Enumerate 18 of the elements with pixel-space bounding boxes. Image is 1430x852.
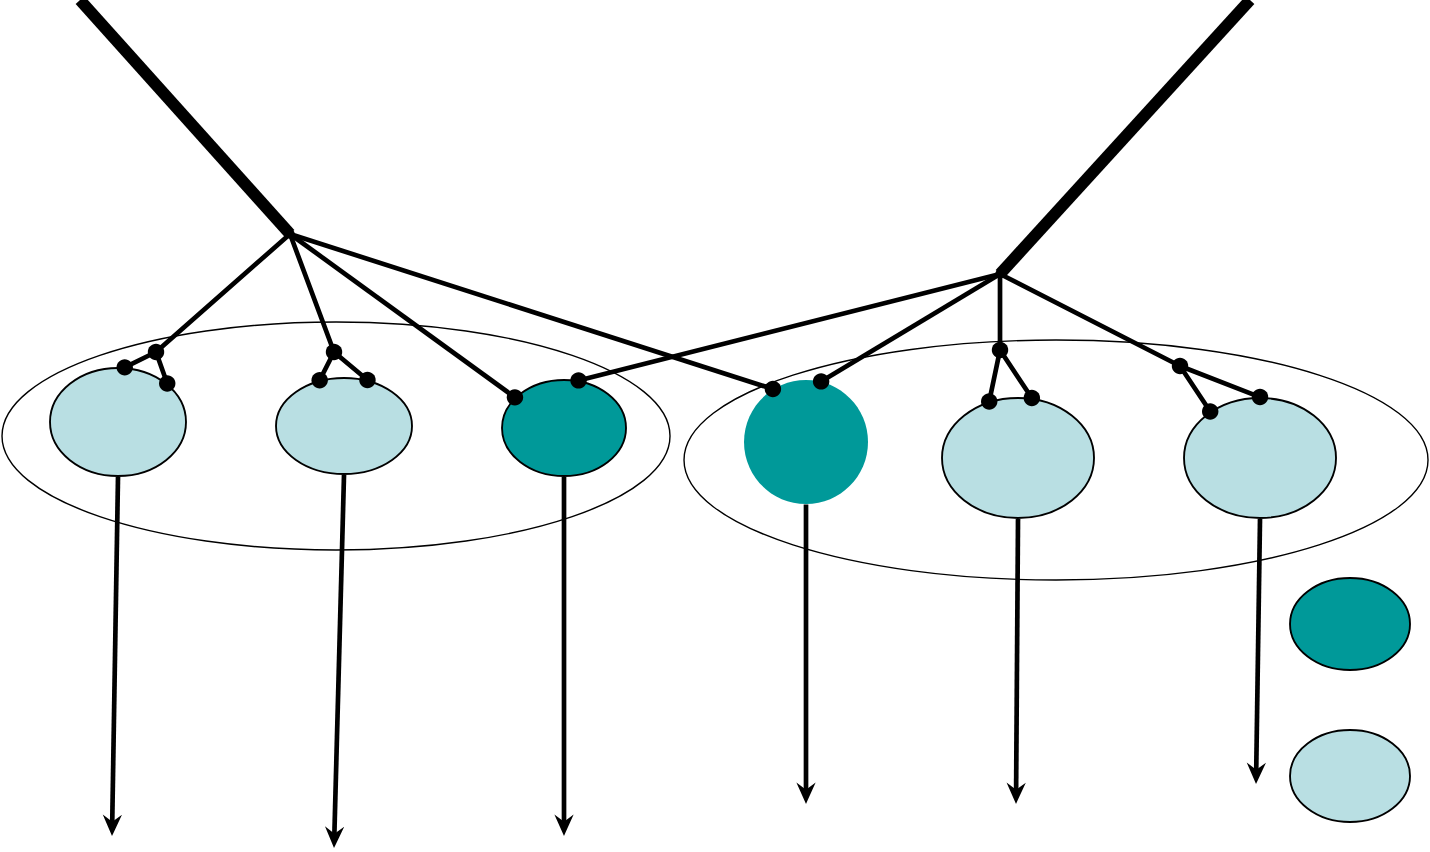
branch-line	[812, 272, 1002, 390]
cell-circle	[1289, 577, 1411, 671]
cell-circle	[501, 379, 627, 477]
trunk-line	[75, 0, 295, 238]
cell-circle	[941, 397, 1095, 519]
trunk-line	[995, 0, 1255, 278]
branch-line	[289, 231, 782, 398]
branch-line	[570, 271, 1001, 389]
branch-line	[997, 271, 1269, 420]
cell-circle	[49, 367, 187, 477]
cell-circle	[275, 377, 413, 475]
cell-circle	[1289, 729, 1411, 823]
branch-line	[288, 232, 524, 406]
branch-line	[116, 231, 293, 392]
group-ellipse	[683, 339, 1429, 581]
cell-circle	[1183, 397, 1337, 519]
group-ellipse	[1, 321, 671, 551]
cell-circle	[744, 380, 868, 504]
